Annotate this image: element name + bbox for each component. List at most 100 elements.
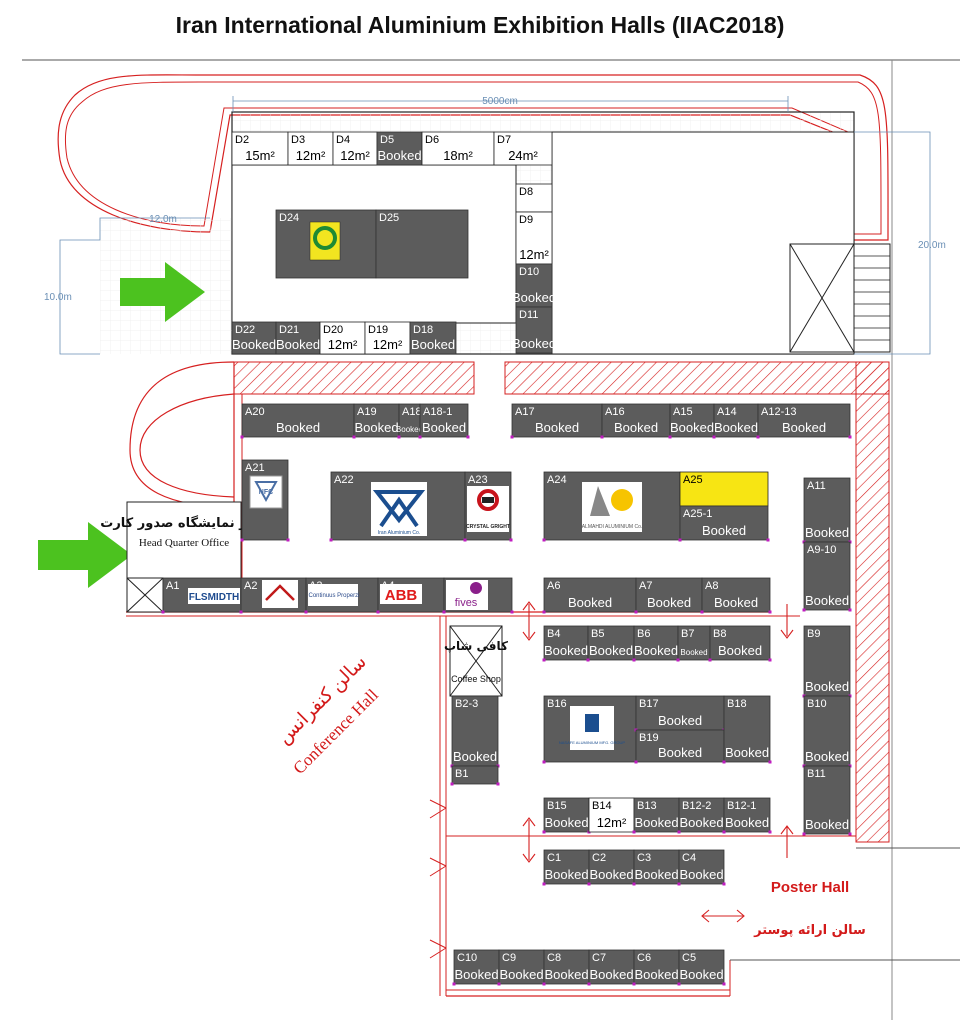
booth-status: Booked [634, 867, 678, 882]
booth-id: C1 [547, 852, 561, 864]
booth-id: A24 [547, 474, 567, 486]
booth-shape [635, 577, 703, 613]
dim-left-height: 10.0m [44, 292, 72, 303]
entrance-arrow-icon [38, 522, 132, 588]
booth-status: Booked [354, 420, 398, 435]
booth-status: Booked [396, 425, 423, 434]
booth-status: 12m² [373, 337, 403, 352]
booth-id: B11 [807, 768, 826, 780]
booth-shape [601, 403, 671, 438]
booth-shape [543, 849, 590, 885]
booth-status: Booked [702, 523, 746, 538]
booth-a25[interactable]: A25 [679, 471, 769, 507]
booth-id: A7 [639, 580, 652, 592]
booth-shape [635, 695, 725, 731]
booth-id: C2 [592, 852, 606, 864]
booth-d25[interactable]: D25 [375, 209, 469, 279]
almahdi-logo-icon [582, 482, 642, 532]
booth-id: B5 [591, 628, 604, 640]
booth-shape [723, 797, 771, 833]
booth-shape [713, 403, 759, 438]
crystal-logo: CRYSTAL GRIGHT [466, 524, 510, 530]
booth-b1[interactable]: B1 [450, 765, 500, 786]
booth-id: B17 [639, 698, 659, 710]
booth-shape [633, 949, 680, 985]
booth-d8[interactable]: D8 [515, 183, 553, 213]
booth-id: B7 [681, 628, 694, 640]
booth-shape [803, 765, 851, 835]
booth-status: Booked [614, 420, 658, 435]
booth-status: Booked [454, 967, 498, 982]
booth-shape [678, 797, 725, 833]
booth-status: Booked [377, 148, 421, 163]
coffee-shop: کافی شاپ Coffee Shop [444, 625, 508, 697]
booth-id: D25 [379, 212, 399, 224]
booth-id: A21 [245, 462, 265, 474]
booth-status: Booked [453, 749, 497, 764]
booth-status: Booked [679, 867, 723, 882]
booth-status: 18m² [443, 148, 473, 163]
booth-shape [515, 306, 553, 354]
booth-status: Booked [805, 593, 849, 608]
horizontal-arrow-icon [701, 909, 745, 923]
iran-aluminium-logo: Iran Aluminium Co. [378, 530, 420, 536]
booth-id: A9-10 [807, 544, 836, 556]
